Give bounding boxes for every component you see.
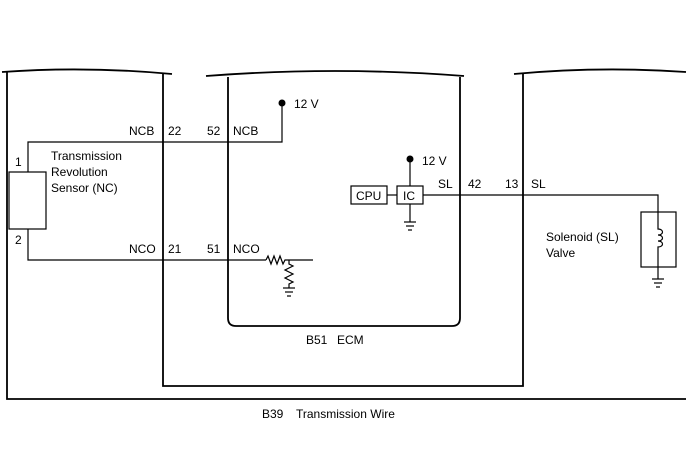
harness-connector-code: B39	[262, 407, 284, 421]
revolution-sensor-body	[8, 171, 47, 230]
ecm-name: ECM	[337, 333, 364, 347]
sensor-pin-2: 2	[15, 233, 22, 247]
ic-supply-dot	[406, 155, 414, 163]
ncb-ecm-pin: 52	[207, 124, 221, 138]
nco-ecm-signal: NCO	[233, 242, 260, 256]
nco-series-resistor	[265, 254, 313, 266]
ic-label: IC	[403, 189, 415, 203]
ncb-supply-label: 12 V	[294, 97, 319, 111]
ncb-wire	[27, 103, 283, 172]
ncb-ecm-signal: NCB	[233, 124, 258, 138]
ecm-connector-code: B51	[306, 333, 328, 347]
nco-ground-icon	[283, 287, 295, 297]
sensor-label-line1: Transmission	[51, 149, 122, 163]
harness-name: Transmission Wire	[296, 407, 395, 421]
sensor-label-line3: Sensor (NC)	[51, 181, 118, 195]
solenoid-label-line1: Solenoid (SL)	[546, 230, 619, 244]
ncb-supply-dot	[278, 99, 286, 107]
sensor-pin-1: 1	[15, 155, 22, 169]
sl-ecm-pin: 42	[468, 177, 482, 191]
nco-left-pin: 21	[168, 242, 182, 256]
nco-left-signal: NCO	[129, 242, 156, 256]
ncb-left-signal: NCB	[129, 124, 154, 138]
nco-pulldown-resistor	[283, 260, 295, 288]
transmission-wire-frame	[1, 68, 687, 400]
sensor-label-line2: Revolution	[51, 165, 108, 179]
nco-wire	[27, 229, 266, 261]
solenoid-coil-icon	[657, 212, 664, 267]
ic-supply-label: 12 V	[422, 154, 447, 168]
sl-ecm-signal: SL	[438, 177, 453, 191]
solenoid-label-line2: Valve	[546, 246, 575, 260]
nco-ecm-pin: 51	[207, 242, 221, 256]
sl-wire	[423, 194, 659, 212]
ecm-box	[227, 77, 461, 327]
ic-ground-icon	[404, 221, 416, 231]
sl-right-signal: SL	[531, 177, 546, 191]
sl-right-pin: 13	[505, 177, 519, 191]
ncb-left-pin: 22	[168, 124, 182, 138]
cpu-label: CPU	[356, 189, 381, 203]
solenoid-ground-icon	[652, 278, 664, 288]
